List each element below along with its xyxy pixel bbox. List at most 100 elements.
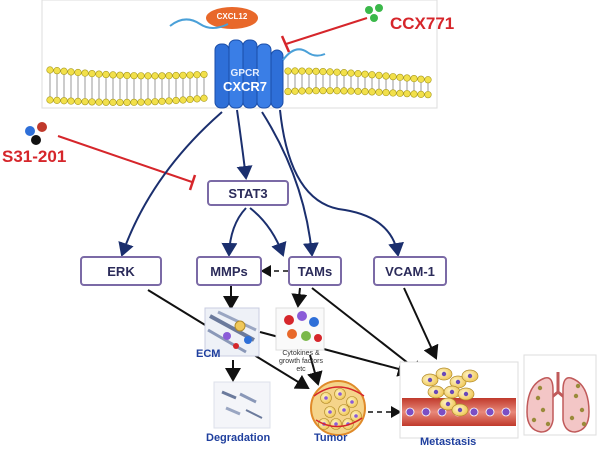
degradation-label: Degradation — [206, 432, 271, 444]
lipid-head — [186, 95, 194, 104]
lipid-head — [326, 87, 334, 95]
lipid-head — [95, 70, 103, 78]
lipid-head — [130, 98, 138, 106]
lipid-head — [389, 89, 397, 97]
lipid-head — [67, 68, 75, 76]
ecm-label: ECM — [196, 348, 221, 360]
lipid-head — [123, 98, 131, 107]
cell-nucleus — [342, 408, 346, 412]
lipid-head — [284, 67, 292, 75]
lipid-head — [53, 67, 61, 75]
tumor-label: Tumor — [314, 432, 348, 444]
ecm-illustration — [204, 307, 260, 357]
lung-nodule — [537, 385, 543, 391]
lipid-head — [144, 72, 152, 80]
lipid-head — [305, 67, 313, 75]
lipid-head — [144, 98, 152, 106]
cell-nucleus — [467, 373, 473, 379]
cell-nucleus — [457, 407, 463, 413]
lipid-head — [81, 98, 89, 106]
lipid-head — [151, 72, 159, 80]
phospholipid-bilayer — [46, 66, 432, 107]
lipid-head — [74, 97, 82, 105]
cell-nucleus — [334, 422, 338, 426]
lipid-head — [109, 98, 117, 106]
vessel-cell — [421, 407, 431, 417]
lipid-head — [368, 71, 376, 79]
s31-201-inhibition-bar — [188, 174, 197, 191]
lung-nodule — [540, 407, 546, 413]
lipid-head — [186, 71, 194, 79]
lipid-head — [116, 71, 124, 79]
lipid-head — [382, 72, 390, 80]
lipid-head — [123, 71, 131, 80]
cell-nucleus — [354, 414, 358, 418]
lipid-head — [193, 71, 201, 79]
lipid-head — [424, 91, 432, 99]
lipid-head — [291, 87, 299, 95]
cell-nucleus — [328, 410, 332, 414]
lipid-head — [361, 70, 369, 78]
lipid-head — [326, 68, 334, 76]
lipid-head — [172, 71, 180, 80]
lipid-head — [354, 70, 362, 78]
cell-nucleus — [455, 379, 461, 385]
lipid-head — [60, 97, 68, 105]
arrow-cytokines-to-tumor — [307, 354, 323, 386]
s31-201-inhibition-line — [57, 135, 193, 183]
lipid-head — [319, 87, 327, 95]
lipid-head — [137, 98, 145, 106]
lung-nodule — [573, 393, 579, 399]
lipid-head — [130, 72, 138, 80]
lipid-head — [410, 90, 418, 98]
cytokines-label: Cytokines & growth factors etc — [279, 350, 323, 373]
lung-nodule — [569, 415, 575, 421]
lipid-head — [403, 90, 411, 98]
lipid-head — [389, 73, 397, 81]
lipid-head — [347, 87, 355, 95]
stat3-node: STAT3 — [207, 180, 289, 206]
lipid-head — [319, 67, 327, 76]
lipid-head — [333, 68, 341, 76]
lipid-head — [417, 90, 425, 98]
vessel-cell — [485, 407, 495, 417]
lipid-head — [102, 70, 110, 79]
lipid-head — [340, 87, 348, 95]
metastasis-label: Metastasis — [420, 436, 477, 448]
arrow-stat3-to-mmps — [221, 207, 247, 257]
lung-nodule — [545, 421, 551, 427]
cell-nucleus — [445, 401, 451, 407]
lung-nodule — [579, 407, 585, 413]
lipid-head — [172, 96, 180, 105]
lipid-head — [200, 94, 208, 102]
lipid-head — [382, 88, 390, 97]
ccx771-dots — [365, 4, 383, 22]
cell-nucleus — [338, 392, 342, 396]
lipid-head — [81, 69, 89, 77]
receptor-family-label: GPCR — [230, 68, 260, 79]
lipid-head — [158, 97, 166, 105]
lipid-head — [347, 69, 355, 77]
cell-nucleus — [324, 396, 328, 400]
cell-nucleus — [427, 377, 433, 383]
cell-nucleus — [463, 391, 469, 397]
lipid-head — [88, 70, 96, 78]
lipid-head — [305, 87, 313, 95]
cxcr7-receptor — [214, 39, 284, 109]
mmps-node: MMPs — [196, 256, 262, 286]
lung-nodule — [581, 421, 587, 427]
lipid-head — [333, 87, 341, 95]
lung-nodule — [535, 395, 541, 401]
degradation-illustration — [213, 381, 271, 429]
lipid-head — [375, 71, 383, 79]
arrow-receptor-to-erk — [118, 111, 223, 257]
lipid-head — [403, 74, 411, 82]
cytokines-illustration — [275, 307, 325, 351]
lung-nodule — [575, 383, 581, 389]
lipid-head — [179, 71, 187, 79]
cell-nucleus — [441, 371, 447, 377]
cxcl12-ligand — [206, 7, 258, 29]
lipid-head — [151, 98, 159, 106]
